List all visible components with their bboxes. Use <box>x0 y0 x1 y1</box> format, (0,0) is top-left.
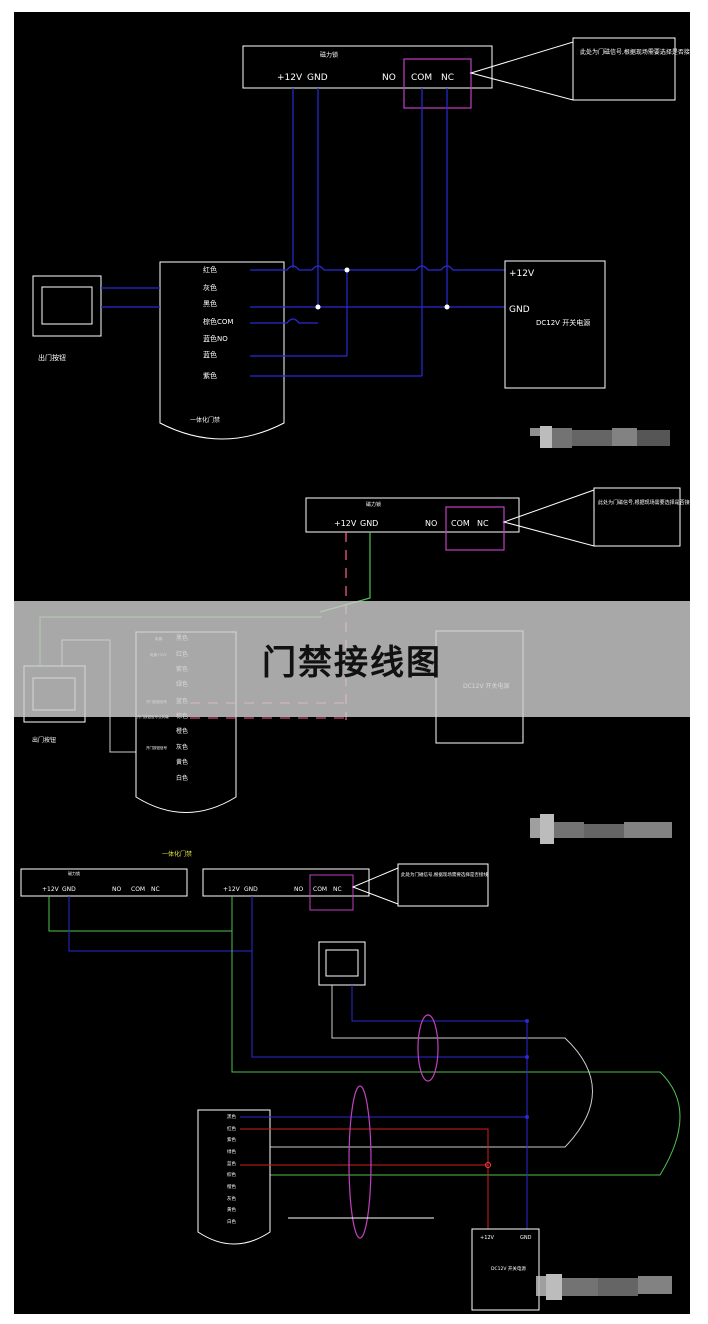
svg-text:紫色: 紫色 <box>227 1136 236 1143</box>
svg-text:NC: NC <box>333 886 342 893</box>
svg-text:COM: COM <box>451 519 470 528</box>
svg-text:COM: COM <box>313 886 327 893</box>
exit-button-label-2: 出门按钮 <box>32 736 56 744</box>
door-sensor-highlight <box>403 58 472 109</box>
controller-title-3: 一体化门禁 <box>162 850 192 858</box>
svg-text:红色: 红色 <box>227 1125 236 1132</box>
svg-text:白色: 白色 <box>227 1218 236 1225</box>
controller-wire-3: 棕色COM <box>203 317 233 326</box>
lock-pin-nc: NC <box>441 73 454 83</box>
note-box-2 <box>593 487 681 547</box>
svg-text:+12V: +12V <box>42 886 60 893</box>
note-box <box>572 37 676 101</box>
controller-wire-1: 灰色 <box>203 283 217 292</box>
svg-text:NC: NC <box>477 519 489 528</box>
controller-wire-6: 紫色 <box>203 371 217 380</box>
exit-button-face <box>41 286 93 325</box>
svg-text:NO: NO <box>425 519 437 528</box>
door-sensor-highlight-2 <box>445 506 505 551</box>
psu-plus: +12V <box>509 269 535 279</box>
svg-text:蓝色: 蓝色 <box>227 1160 236 1167</box>
svg-text:+12V: +12V <box>223 886 241 893</box>
svg-text:+12V: +12V <box>480 1235 495 1241</box>
svg-text:灰色: 灰色 <box>176 743 188 751</box>
svg-text:磁力锁: 磁力锁 <box>68 870 80 876</box>
svg-text:黑色: 黑色 <box>227 1113 236 1120</box>
controller-wire-2: 黑色 <box>203 299 217 308</box>
svg-text:橙色: 橙色 <box>176 727 188 735</box>
svg-text:白色: 白色 <box>176 774 188 782</box>
svg-text:+12V: +12V <box>334 519 357 528</box>
svg-text:GND: GND <box>360 519 378 528</box>
psu-label: DC12V 开关电源 <box>536 318 590 327</box>
svg-text:灰色: 灰色 <box>227 1195 236 1202</box>
svg-text:黄色: 黄色 <box>176 758 188 766</box>
lock-pin-com: COM <box>411 73 432 83</box>
svg-text:此处为门磁信号,根据现场需要选择是否接线: 此处为门磁信号,根据现场需要选择是否接线 <box>401 871 488 878</box>
lock-pin-gnd: GND <box>307 73 328 83</box>
svg-text:COM: COM <box>131 886 145 893</box>
svg-text:DC12V 开关电源: DC12V 开关电源 <box>491 1265 526 1272</box>
panel-3: 一体化门禁 磁力锁 +12V GND NO COM NC +12V GND NO… <box>20 850 681 1311</box>
svg-text:GND: GND <box>520 1235 532 1241</box>
lock-box-2 <box>305 497 520 533</box>
lock-pin-no: NO <box>382 73 396 83</box>
controller-wire-0: 红色 <box>203 265 217 274</box>
svg-text:开门按钮信号: 开门按钮信号 <box>146 745 167 750</box>
note-text: 此处为门磁信号,根据现场需要选择是否接线 <box>580 48 696 56</box>
watermark-2 <box>530 814 672 844</box>
panel-1: 磁力锁 +12V GND NO COM NC 此处为门磁信号,根据现场需要选择是… <box>32 37 696 448</box>
svg-text:黄色: 黄色 <box>227 1206 236 1213</box>
exit-button-label: 出门按钮 <box>38 353 66 362</box>
controller-box <box>159 261 285 440</box>
exit-button-box <box>32 275 102 337</box>
svg-text:此处为门磁信号,根据现场需要选择是否接线: 此处为门磁信号,根据现场需要选择是否接线 <box>598 499 695 506</box>
controller-wire-5: 蓝色 <box>203 350 217 359</box>
title-banner: 门禁接线图 <box>14 601 690 717</box>
watermark-3 <box>536 1274 672 1300</box>
controller-wire-4: 蓝色NO <box>203 334 228 343</box>
svg-text:橙色: 橙色 <box>227 1183 236 1190</box>
watermark-1 <box>530 426 670 448</box>
lock-title: 磁力锁 <box>320 51 338 59</box>
svg-text:GND: GND <box>62 886 76 893</box>
lock-pin-12v: +12V <box>277 73 303 83</box>
svg-text:NO: NO <box>112 886 121 893</box>
svg-text:磁力锁: 磁力锁 <box>366 501 381 508</box>
svg-text:棕色: 棕色 <box>227 1171 236 1178</box>
banner-title: 门禁接线图 <box>262 642 442 683</box>
svg-text:NO: NO <box>294 886 303 893</box>
controller-title: 一体化门禁 <box>190 416 220 424</box>
psu-box <box>504 260 606 389</box>
svg-text:绿色: 绿色 <box>227 1148 236 1155</box>
svg-text:GND: GND <box>244 886 258 893</box>
psu-gnd: GND <box>509 305 530 315</box>
svg-text:NC: NC <box>151 886 160 893</box>
